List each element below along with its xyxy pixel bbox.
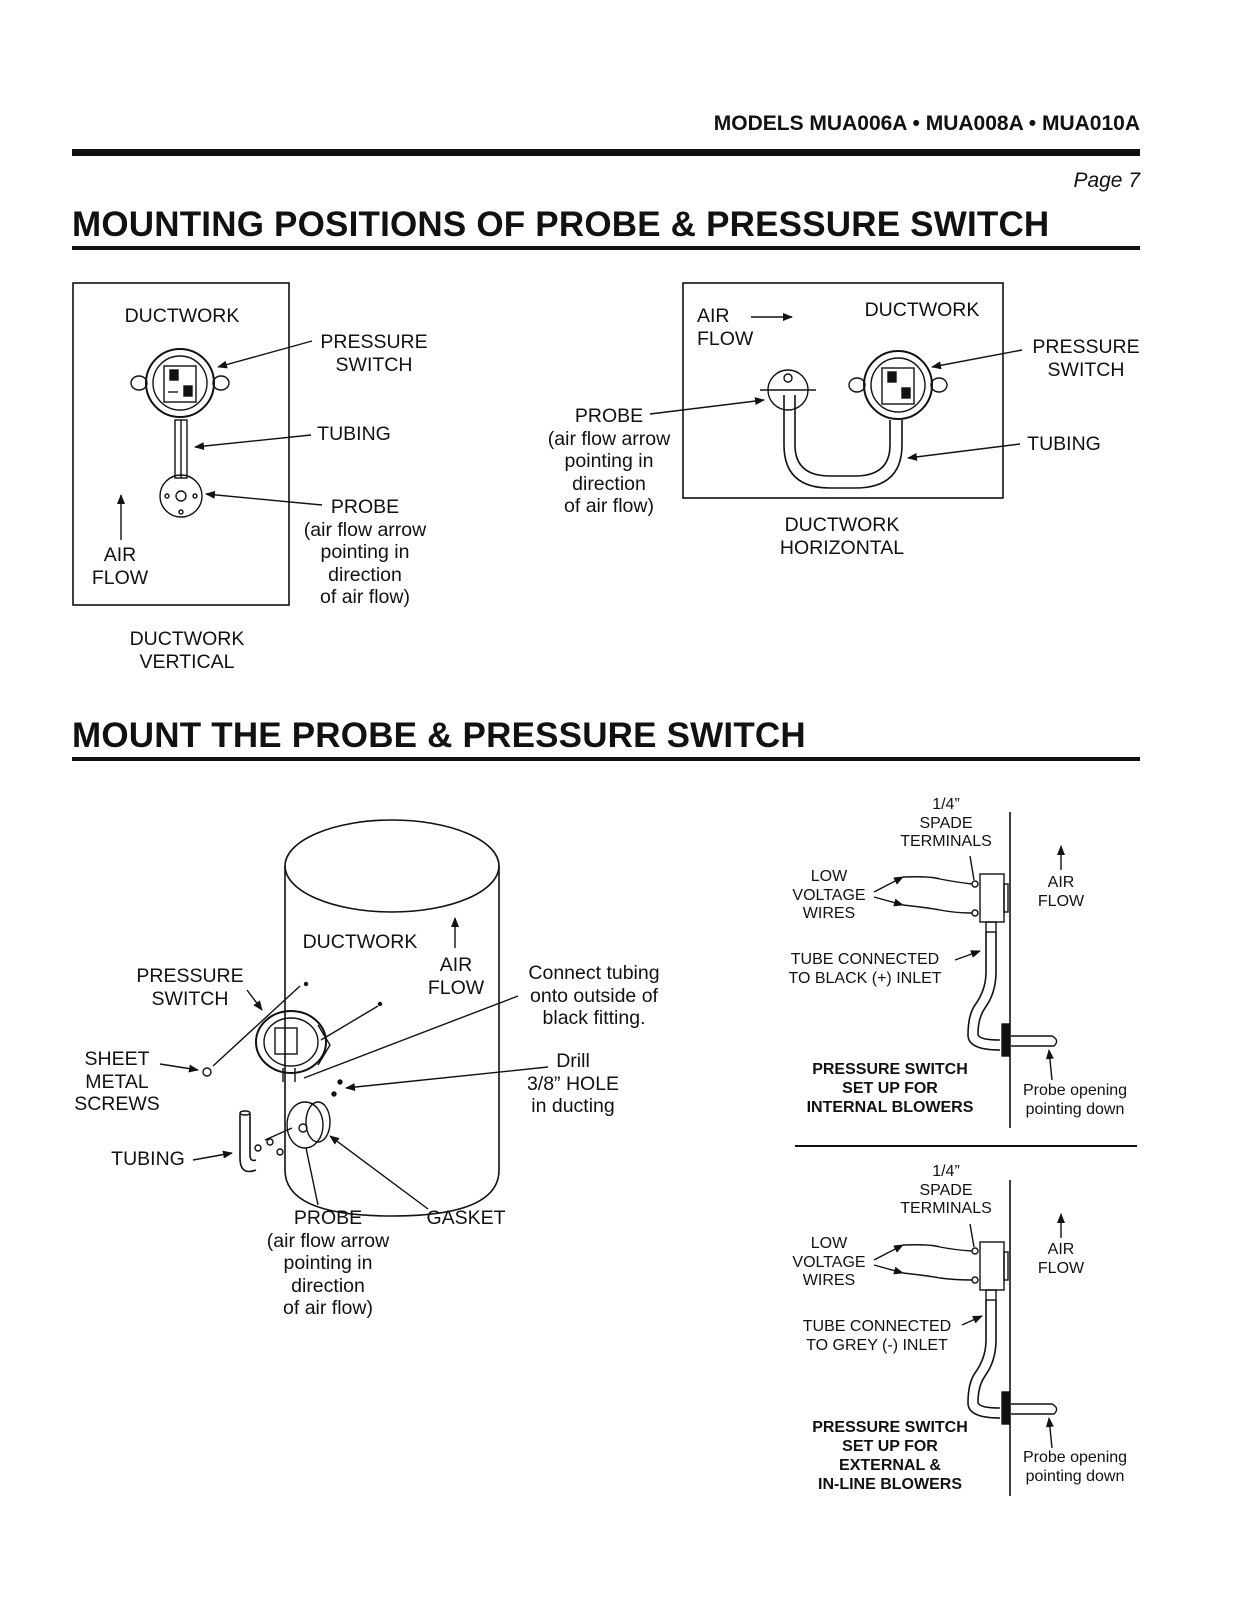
- leader-tubing-vertical: [194, 434, 312, 451]
- label-ductwork-cylinder: DUCTWORK: [302, 931, 418, 953]
- horizontal-duct-box: [682, 282, 1004, 499]
- leader-ps-horizontal: [931, 349, 1023, 370]
- label-tube-black-inlet: TUBE CONNECTED TO BLACK (+) INLET: [788, 951, 942, 987]
- section-rule-1: [72, 246, 1140, 250]
- leader-ps-main: [246, 989, 263, 1011]
- label-tubing-vertical: TUBING: [317, 423, 391, 445]
- probe-side-internal: [1001, 1023, 1058, 1057]
- leader-ps-vertical: [217, 340, 313, 369]
- label-air-flow-cylinder: AIR FLOW: [427, 954, 485, 999]
- leader-connect-note: [303, 995, 519, 1079]
- header-rule: [72, 149, 1140, 156]
- leader-probe-vertical: [205, 490, 323, 506]
- label-probe-vertical: PROBE (air flow arrow pointing in direct…: [303, 496, 427, 608]
- label-tubing-horizontal: TUBING: [1027, 433, 1101, 455]
- leader-tubing-main: [192, 1150, 233, 1161]
- leader-screws-3: [320, 1005, 379, 1041]
- models-header: MODELS MUA006A • MUA008A • MUA010A: [713, 112, 1140, 135]
- label-tube-grey-inlet: TUBE CONNECTED TO GREY (-) INLET: [802, 1318, 952, 1354]
- pressure-switch-side-internal: [971, 873, 1009, 933]
- leader-screws-2: [212, 985, 301, 1067]
- leader-tube-internal: [954, 950, 981, 961]
- leader-probe-main: [305, 1147, 319, 1206]
- label-low-voltage-internal: LOW VOLTAGE WIRES: [792, 868, 866, 922]
- caption-ductwork-horizontal: DUCTWORK HORIZONTAL: [779, 514, 905, 559]
- wires-external: [902, 1244, 973, 1252]
- label-pressure-switch-vertical: PRESSURE SWITCH: [320, 331, 428, 376]
- pressure-switch-drawing-main: [255, 1010, 331, 1082]
- pressure-switch-side-external: [971, 1241, 1009, 1301]
- label-probe-opening-external: Probe opening pointing down: [1022, 1449, 1128, 1485]
- leader-screws-1: [159, 1063, 199, 1073]
- leader-probe-opening-internal: [1045, 1049, 1054, 1081]
- label-setup-external: PRESSURE SWITCH SET UP FOR EXTERNAL & IN…: [812, 1419, 968, 1493]
- label-air-flow-horizontal: AIR FLOW: [697, 305, 754, 350]
- pressure-switch-drawing-horizontal: [848, 350, 948, 420]
- vertical-duct-box: [72, 282, 290, 606]
- section-title-mounting-positions: MOUNTING POSITIONS OF PROBE & PRESSURE S…: [72, 205, 1050, 244]
- label-sheet-metal-screws: SHEET METAL SCREWS: [74, 1048, 160, 1115]
- label-probe-main: PROBE (air flow arrow pointing in direct…: [266, 1207, 390, 1319]
- u-tubing-horizontal: [783, 395, 903, 489]
- leader-drill-note: [345, 1066, 549, 1092]
- label-pressure-switch-main: PRESSURE SWITCH: [136, 965, 244, 1010]
- leader-probe-horizontal: [649, 397, 765, 415]
- tubing-drawing-vertical: [174, 419, 188, 479]
- label-low-voltage-external: LOW VOLTAGE WIRES: [792, 1235, 866, 1289]
- label-ductwork-horizontal: DUCTWORK: [864, 299, 980, 321]
- label-pressure-switch-horizontal: PRESSURE SWITCH: [1032, 336, 1140, 381]
- label-setup-internal: PRESSURE SWITCH SET UP FOR INTERNAL BLOW…: [806, 1061, 974, 1116]
- label-ductwork-vertical: DUCTWORK: [124, 305, 240, 327]
- section-title-mount: MOUNT THE PROBE & PRESSURE SWITCH: [72, 716, 806, 755]
- label-gasket: GASKET: [426, 1207, 506, 1229]
- label-tubing-main: TUBING: [111, 1148, 185, 1170]
- label-air-flow-vertical: AIR FLOW: [91, 544, 149, 589]
- leader-probe-opening-external: [1045, 1417, 1054, 1449]
- label-air-flow-external: AIR FLOW: [1037, 1241, 1085, 1277]
- tubing-main: [239, 1114, 257, 1173]
- label-probe-opening-internal: Probe opening pointing down: [1022, 1082, 1128, 1118]
- page-number: Page 7: [1073, 169, 1140, 192]
- leader-spade-external: [969, 1223, 975, 1248]
- note-connect-tubing: Connect tubing onto outside of black fit…: [528, 962, 660, 1029]
- leader-tubing-horizontal: [907, 443, 1021, 461]
- note-drill-hole: Drill 3/8” HOLE in ducting: [526, 1050, 620, 1117]
- leader-tube-external: [961, 1315, 983, 1326]
- label-spade-internal: 1/4” SPADE TERMINALS: [900, 796, 992, 850]
- ductwork-cylinder: [284, 819, 500, 1217]
- leader-gasket-main: [329, 1135, 429, 1210]
- pressure-switch-drawing-vertical: [130, 348, 230, 418]
- wires-internal: [902, 876, 973, 885]
- probe-side-external: [1001, 1391, 1058, 1425]
- section-rule-2: [72, 757, 1140, 761]
- label-probe-horizontal: PROBE (air flow arrow pointing in direct…: [547, 405, 671, 517]
- leader-spade-internal: [969, 855, 975, 881]
- probe-drawing-vertical: [159, 474, 203, 518]
- tube-external: [967, 1300, 1001, 1419]
- label-air-flow-internal: AIR FLOW: [1037, 874, 1085, 910]
- label-spade-external: 1/4” SPADE TERMINALS: [900, 1163, 992, 1217]
- screws-main: [202, 981, 383, 1097]
- tube-internal: [967, 932, 1001, 1051]
- probe-and-gasket-main: [254, 1101, 331, 1156]
- caption-ductwork-vertical: DUCTWORK VERTICAL: [129, 628, 245, 673]
- probe-drawing-horizontal: [760, 369, 816, 411]
